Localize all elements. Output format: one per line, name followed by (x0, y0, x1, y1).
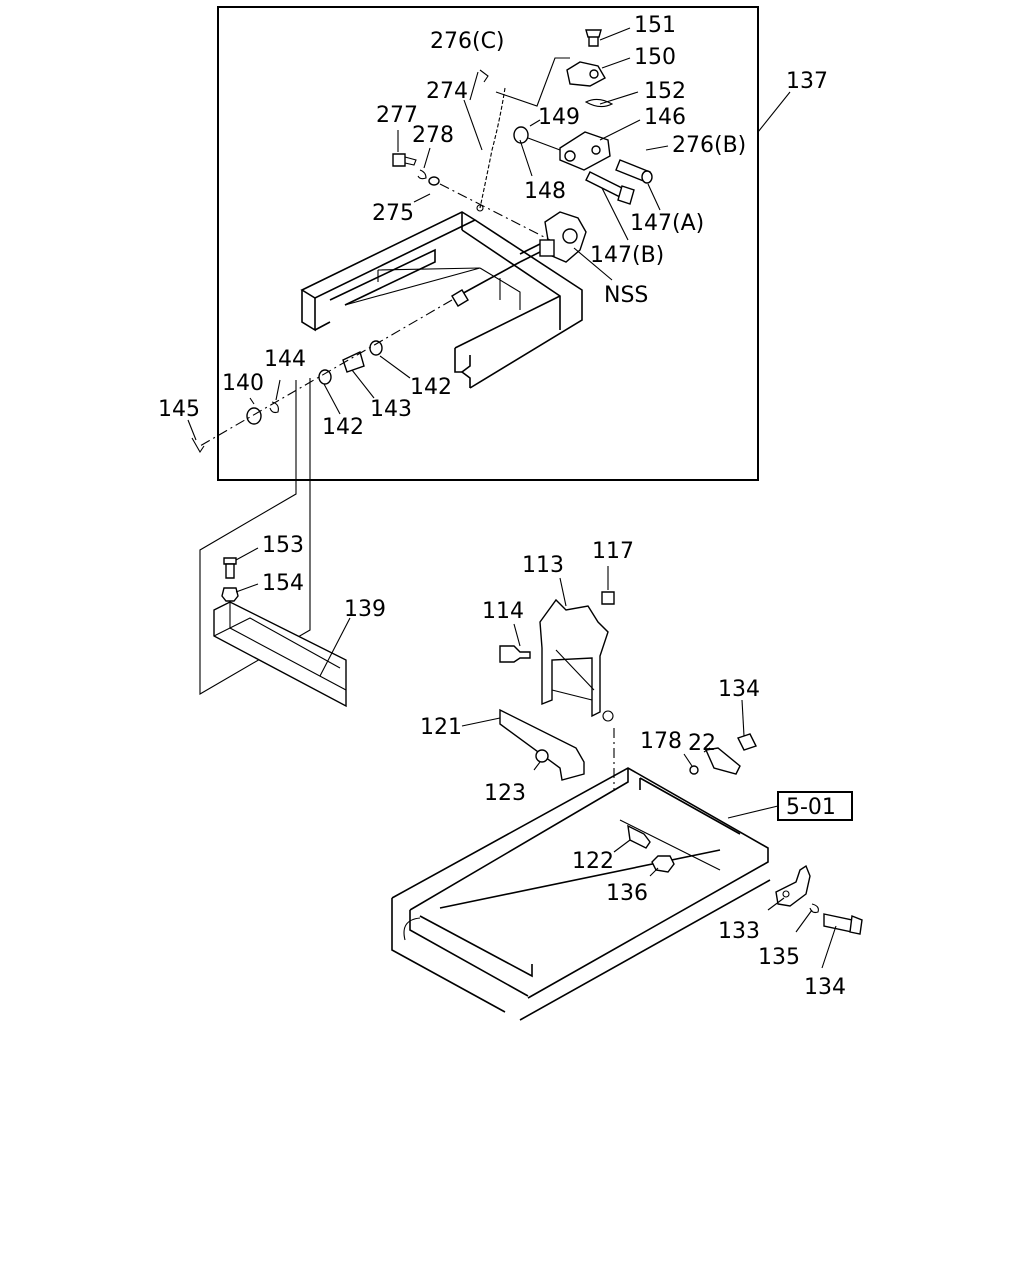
label-134-upper: 134 (718, 677, 760, 702)
label-276b: 276(B) (672, 133, 746, 158)
label-133: 133 (718, 919, 760, 944)
label-150: 150 (634, 45, 676, 70)
label-5-01: 5-01 (786, 795, 836, 820)
label-121: 121 (420, 715, 462, 740)
bracket-146-drawing (513, 126, 653, 205)
label-276c: 276(C) (430, 29, 505, 54)
label-142-lower: 142 (322, 415, 364, 440)
handle-link-lines (199, 378, 311, 695)
label-278: 278 (412, 123, 454, 148)
label-151: 151 (634, 13, 676, 38)
label-136: 136 (606, 881, 648, 906)
label-142-upper: 142 (410, 375, 452, 400)
lower-frame-drawing (391, 728, 771, 1021)
label-123: 123 (484, 781, 526, 806)
label-144: 144 (264, 347, 306, 372)
label-140: 140 (222, 371, 264, 396)
handle-139-drawing (213, 601, 347, 708)
label-152: 152 (644, 79, 686, 104)
label-145: 145 (158, 397, 200, 422)
centerline-275 (439, 183, 551, 241)
label-114: 114 (482, 599, 524, 624)
label-134-lower: 134 (804, 975, 846, 1000)
bracket-22-drawing (689, 733, 757, 775)
label-139: 139 (344, 597, 386, 622)
bracket-113-drawing (499, 591, 615, 722)
label-149: 149 (538, 105, 580, 130)
knob-150-drawing (566, 29, 614, 108)
bracket-121-drawing (499, 708, 585, 781)
label-113: 113 (522, 553, 564, 578)
label-146: 146 (644, 105, 686, 130)
label-143: 143 (370, 397, 412, 422)
label-nss: NSS (604, 283, 648, 308)
detail-inset-box (217, 6, 759, 481)
bolt-122-nut-136 (627, 824, 675, 873)
label-148: 148 (524, 179, 566, 204)
label-137: 137 (786, 69, 828, 94)
label-122: 122 (572, 849, 614, 874)
label-154: 154 (262, 571, 304, 596)
label-135: 135 (758, 945, 800, 970)
label-275: 275 (372, 201, 414, 226)
split-pin-145 (191, 437, 205, 454)
reference-box (777, 791, 853, 821)
bolt-277-washer-278 (392, 153, 440, 186)
label-178: 178 (640, 729, 682, 754)
leader-lines (187, 27, 837, 969)
lock-mechanism-nss (539, 211, 587, 263)
label-153: 153 (262, 533, 304, 558)
hook-133-bolt-134 (775, 864, 863, 935)
label-22: 22 (688, 731, 716, 756)
label-147a: 147(A) (630, 211, 704, 236)
label-274: 274 (426, 79, 468, 104)
label-117: 117 (592, 539, 634, 564)
chain-274-drawing (476, 57, 570, 212)
label-147b: 147(B) (590, 243, 664, 268)
label-277: 277 (376, 103, 418, 128)
bolt-153-nut-154 (221, 557, 239, 602)
seat-frame-drawing (300, 211, 583, 389)
centerline-shaft (199, 299, 453, 447)
leader-137 (757, 91, 791, 133)
shaft-assembly (246, 289, 469, 425)
